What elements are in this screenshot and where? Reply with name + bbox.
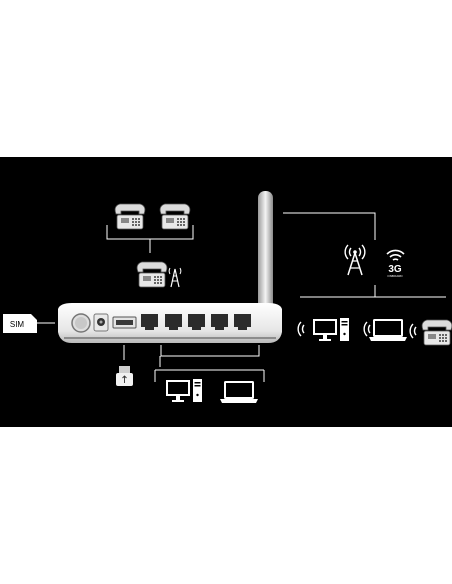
network-diagram: SIM 3G ONBOARD <box>0 157 452 427</box>
wifi-signal-icon <box>409 323 417 339</box>
wireless-tower-icon <box>168 267 182 288</box>
desk-phone-icon <box>421 319 452 346</box>
usb-port <box>112 316 137 329</box>
badge-3g-label: 3G <box>388 264 402 275</box>
desk-phone-icon <box>136 261 168 288</box>
desktop-computer-icon <box>313 318 349 341</box>
ethernet-ports <box>141 314 251 330</box>
laptop-icon <box>369 319 407 341</box>
laptop-icon <box>220 381 258 403</box>
desk-phone-icon <box>159 203 191 230</box>
wifi-signal-icon <box>363 321 371 337</box>
badge-3g-sublabel: ONBOARD <box>387 274 403 278</box>
desk-phone-icon <box>114 203 146 230</box>
power-button <box>71 313 91 333</box>
desktop-computer-icon <box>166 379 202 402</box>
usb-drive-icon <box>116 366 133 386</box>
sim-card-icon: SIM <box>3 314 37 333</box>
badge-3g: 3G ONBOARD <box>387 264 403 278</box>
power-jack <box>93 313 109 332</box>
router <box>58 303 282 343</box>
sim-label: SIM <box>10 320 25 329</box>
cell-tower-icon <box>344 244 366 276</box>
wifi-signal-icon <box>386 249 405 261</box>
connector-lines <box>30 212 446 382</box>
wifi-signal-icon <box>297 321 305 337</box>
